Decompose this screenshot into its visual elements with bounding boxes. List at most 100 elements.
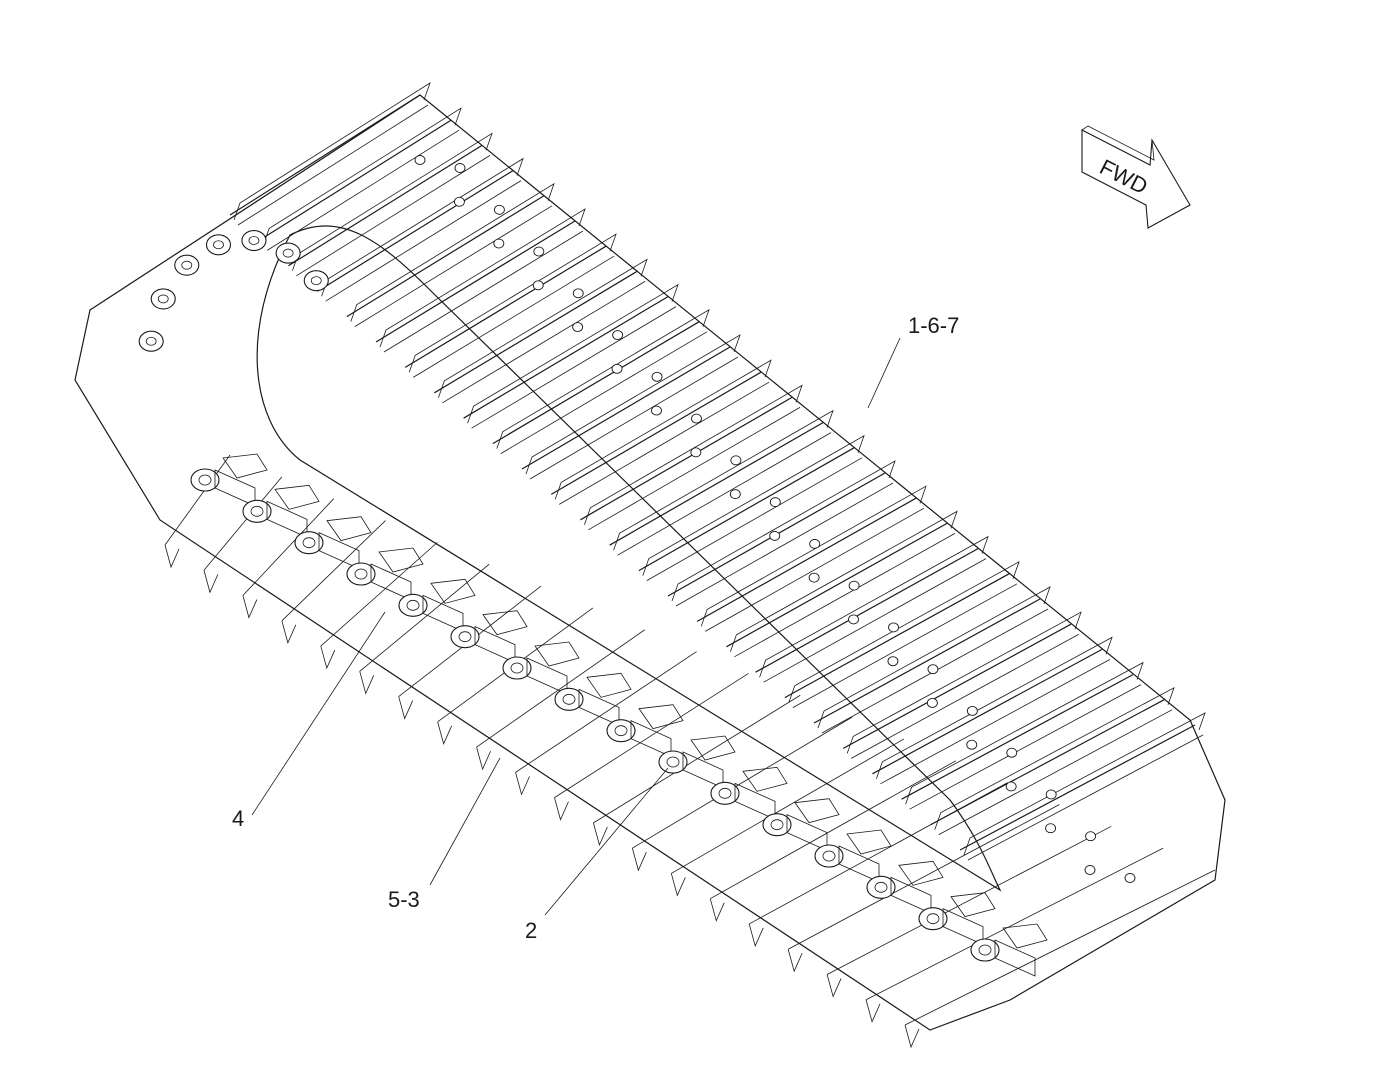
grouser-ridge (876, 636, 1113, 779)
bolt-head (1006, 747, 1018, 758)
link-pin (190, 468, 220, 492)
link-plate (994, 939, 1036, 977)
shoe-edge (404, 245, 607, 368)
shoe-grouser (412, 255, 615, 378)
shoe-edge (258, 119, 452, 241)
shoe-edge (901, 674, 1134, 800)
grouser-ridge (438, 258, 648, 398)
shoe-edge (346, 195, 545, 318)
lower-grouser-tooth (359, 671, 375, 695)
lower-shoe-edge (515, 651, 697, 773)
lower-grouser-tooth (203, 570, 219, 594)
shoe-edge (609, 422, 824, 546)
link-pin-center (354, 568, 368, 580)
bolt-head (1005, 781, 1017, 792)
link-pin-center (718, 787, 732, 799)
shoe-edge (696, 497, 917, 622)
link-rail (638, 704, 684, 730)
shoe-grouser (646, 457, 863, 581)
link-pin-center (562, 693, 576, 705)
bolt-head (493, 204, 505, 215)
bolt-head (454, 163, 466, 173)
lower-shoe-edge (203, 476, 283, 571)
bolt-head (1045, 789, 1057, 800)
link-rail (326, 516, 372, 542)
bolt-head (769, 497, 781, 508)
bolt-head (1085, 831, 1097, 842)
link-pin (658, 750, 688, 774)
lower-grouser-tooth (709, 898, 725, 922)
lower-shoe-edge (904, 869, 1216, 1026)
link-pin (710, 781, 740, 805)
bolt-head (611, 363, 623, 374)
link-pin (346, 562, 376, 586)
shoe-edge (521, 346, 731, 470)
bolt-head (848, 580, 860, 591)
lower-shoe-edge (164, 454, 231, 546)
shoe-edge (463, 296, 669, 419)
shoe-edge (580, 396, 793, 521)
lower-shoe-edge (281, 520, 386, 622)
shoe-grouser (851, 633, 1080, 759)
leader-lines (251, 337, 901, 916)
link-rail (378, 547, 424, 573)
lower-grouser-tooth (320, 645, 336, 670)
idler-link-pin (275, 242, 301, 264)
lower-track-shoes (164, 454, 1216, 1049)
forward-direction-arrow: FWD (1081, 125, 1191, 229)
shoe-grouser (529, 356, 739, 480)
grouser-ridge (817, 586, 1051, 729)
bolt-head (532, 280, 544, 291)
grouser-ridge (350, 182, 555, 322)
shoe-edge (813, 598, 1041, 724)
bolt-head (966, 739, 978, 750)
bolt-head (966, 705, 978, 716)
link-pin-center (874, 881, 888, 893)
lower-grouser-tooth (670, 873, 686, 897)
link-pin (450, 625, 480, 649)
link-rail (222, 453, 268, 479)
lower-grouser-tooth (398, 696, 414, 720)
lower-grouser-tooth (476, 746, 491, 771)
link-pin (502, 656, 532, 680)
link-pin (554, 687, 584, 711)
link-pin-center (458, 631, 472, 643)
bolt-head (730, 455, 742, 466)
grouser-ridge (613, 409, 834, 551)
grouser-ridge (554, 359, 772, 500)
link-rail (430, 578, 476, 604)
link-pin (814, 844, 844, 868)
grouser-ridge (846, 611, 1082, 754)
lower-shoe-edge (671, 738, 905, 874)
grouser-ridge (262, 107, 462, 246)
lower-grouser-tooth (281, 620, 297, 644)
grouser-ridge (788, 560, 1020, 703)
bolt-head (691, 413, 702, 424)
bolt-head (926, 697, 938, 708)
shoe-grouser (558, 381, 770, 505)
grouser-ridge (379, 208, 586, 348)
link-pin-center (510, 662, 524, 674)
bolt-head (651, 405, 662, 416)
link-pin-center (926, 913, 940, 925)
bolt-head (808, 572, 820, 583)
bolt-head (769, 530, 781, 541)
shoe-edge (434, 270, 638, 394)
link-pin-center (198, 474, 212, 486)
shoe-grouser (792, 583, 1018, 708)
bolt-head (848, 614, 859, 625)
link-rail (950, 892, 996, 918)
lower-shoe-edge (749, 782, 1008, 925)
link-rail (742, 766, 788, 792)
link-rail (274, 484, 320, 510)
bolt-head (453, 196, 465, 207)
bolt-head (887, 656, 899, 667)
shoe-grouser (705, 507, 925, 632)
grouser-ridge (467, 283, 679, 424)
callout-4: 4 (232, 806, 244, 831)
lower-grouser-tooth (515, 772, 530, 796)
shoe-edge (550, 371, 762, 495)
bolt-head (1124, 873, 1136, 883)
link-pin (294, 531, 324, 555)
